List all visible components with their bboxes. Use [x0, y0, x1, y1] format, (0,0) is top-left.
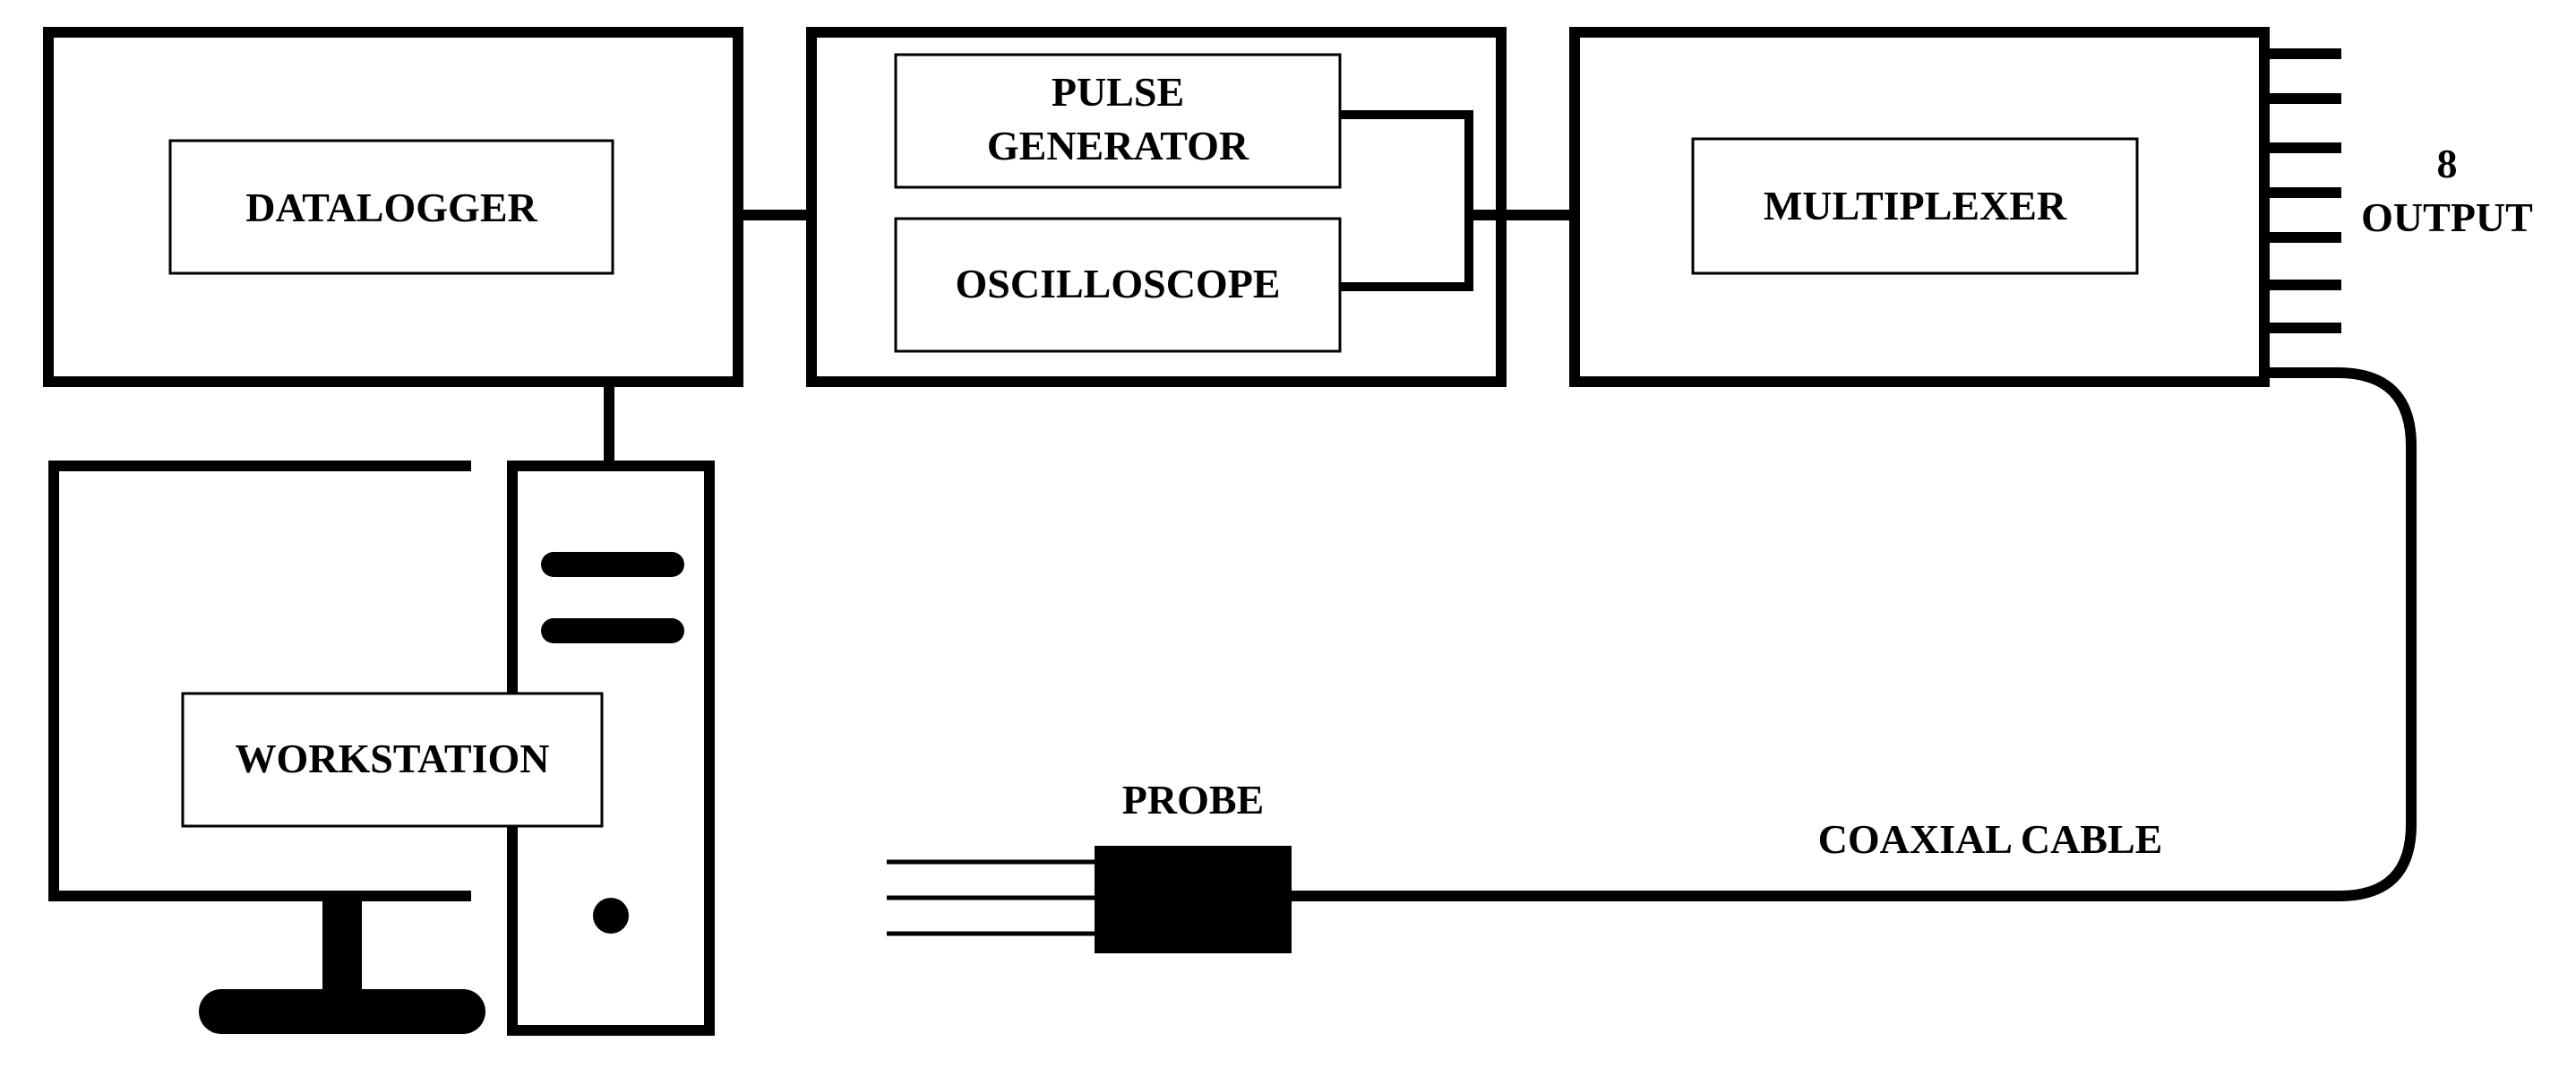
monitor-outline: [48, 461, 471, 901]
datalogger-label-box: [168, 139, 614, 275]
instrument-internal-wiring: [1340, 110, 1473, 291]
pulse-generator-label-line2: GENERATOR: [987, 123, 1249, 168]
datalogger-enclosure: [43, 27, 743, 387]
datalogger-label: DATALOGGER: [245, 185, 537, 230]
multiplexer-label: MULTIPLEXER: [1764, 183, 2067, 228]
coaxial-cable-label: COAXIAL CABLE: [1818, 816, 2163, 862]
workstation-label: WORKSTATION: [235, 736, 549, 781]
monitor-stand-neck: [322, 896, 362, 995]
oscilloscope-label: OSCILLOSCOPE: [956, 261, 1281, 306]
tower-power-button: [593, 898, 629, 934]
multiplexer-output-pins: [2264, 48, 2341, 378]
pulse-generator-label-line1: PULSE: [1052, 69, 1184, 115]
output-word-label: OUTPUT: [2361, 194, 2533, 240]
coaxial-cable: [1290, 367, 2417, 901]
monitor-stand-base: [199, 989, 485, 1034]
probe-rods: [887, 859, 1095, 936]
multiplexer-label-box: [1691, 137, 2139, 275]
workstation-label-box: [181, 692, 604, 828]
pulse-generator-box: [894, 53, 1342, 189]
multiplexer-enclosure: [1569, 27, 2270, 387]
output-count-label: 8: [2437, 141, 2458, 186]
instrument-enclosure: [806, 27, 1507, 387]
probe-head: [1095, 846, 1292, 953]
probe-label: PROBE: [1122, 777, 1264, 823]
